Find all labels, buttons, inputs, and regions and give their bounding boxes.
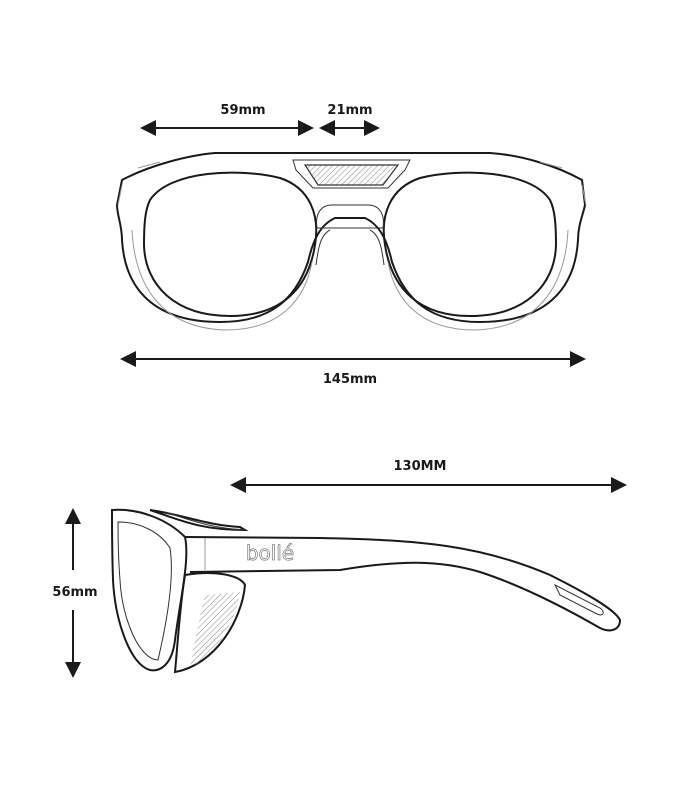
- bridge-badge: [303, 164, 400, 186]
- front-frame: [115, 152, 587, 331]
- brand-logo: bollé: [246, 541, 294, 565]
- lens-height-label: 56mm: [52, 585, 97, 600]
- side-frame: bollé: [110, 508, 622, 674]
- bridge-width-label: 21mm: [327, 103, 372, 118]
- lens-width-label: 59mm: [220, 103, 265, 118]
- side-view: 130MM 56mm bollé: [52, 459, 627, 678]
- total-width-label: 145mm: [323, 372, 377, 387]
- side-shield-hatch: [190, 592, 240, 668]
- temple-length-label: 130MM: [393, 459, 446, 474]
- front-view: 59mm 21mm 145mm: [115, 103, 587, 387]
